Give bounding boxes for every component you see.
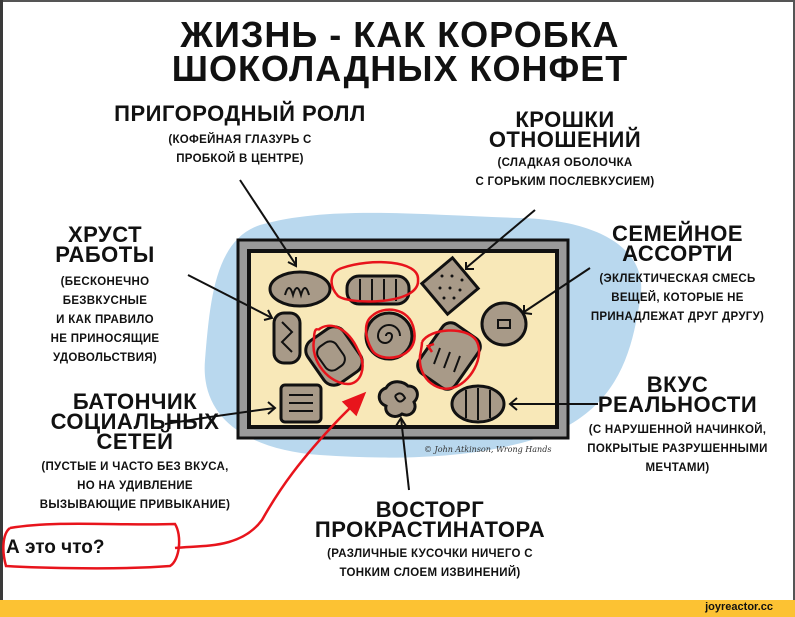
page-title: ЖИЗНЬ - КАК КОРОБКА ШОКОЛАДНЫХ КОНФЕТ: [150, 14, 650, 89]
candy-commuter-roll: [268, 270, 332, 308]
label-head: РЕАЛЬНОСТИ: [597, 392, 758, 417]
label-head: ОТНОШЕНИЙ: [488, 127, 642, 152]
label-relationship-crumbs: КРОШКИ ОТНОШЕНИЙ (СЛАДКАЯ ОБОЛОЧКА С ГОР…: [440, 107, 690, 192]
label-desc: ПРИНАДЛЕЖАТ ДРУГ ДРУГУ): [590, 311, 765, 323]
label-head: СЕТЕЙ: [96, 429, 174, 454]
label-desc: ВЫЗЫВАЮЩИЕ ПРИВЫКАНИЕ): [39, 499, 231, 511]
label-head: ВКУС: [646, 372, 709, 397]
pointer-arrows: [164, 179, 598, 491]
label-work-crunch: ХРУСТ РАБОТЫ (БЕСКОНЕЧНО БЕЗВКУСНЫЕ И КА…: [20, 222, 190, 368]
label-desc: ВЕЩЕЙ, КОТОРЫЕ НЕ: [611, 292, 744, 304]
annotation-note: А это что?: [6, 537, 105, 558]
chocolate-box-illustration: [2, 179, 642, 570]
label-desc: НО НА УДИВЛЕНИЕ: [77, 480, 193, 492]
label-head: БАТОНЧИК: [72, 389, 198, 414]
label-head: ПРИГОРОДНЫЙ РОЛЛ: [114, 101, 366, 126]
label-desc: БЕЗВКУСНЫЕ: [62, 295, 148, 307]
site-link[interactable]: joyreactor.cc: [705, 601, 773, 613]
candy-striped-bar: [345, 274, 411, 306]
label-desc: (РАЗЛИЧНЫЕ КУСОЧКИ НИЧЕГО С: [327, 548, 533, 560]
label-head: СОЦИАЛЬНЫХ: [50, 409, 220, 434]
label-family-assortment: СЕМЕЙНОЕ АССОРТИ (ЭКЛЕКТИЧЕСКАЯ СМЕСЬ ВЕ…: [565, 221, 790, 327]
label-head: ХРУСТ: [67, 222, 143, 247]
footer-bar: joyreactor.cc: [0, 600, 795, 617]
label-desc: (С НАРУШЕННОЙ НАЧИНКОЙ,: [588, 424, 767, 436]
title-line-2: ШОКОЛАДНЫХ КОНФЕТ: [171, 48, 629, 89]
candies: [268, 255, 528, 424]
label-head: ПРОКРАСТИНАТОРА: [314, 517, 546, 542]
label-desc: (КОФЕЙНАЯ ГЛАЗУРЬ С: [168, 134, 312, 146]
label-head: СЕМЕЙНОЕ: [611, 221, 744, 246]
label-head: ВОСТОРГ: [375, 497, 485, 522]
label-desc: УДОВОЛЬСТВИЯ): [52, 352, 158, 364]
candy-procrastinator: [377, 380, 419, 418]
label-desc: (СЛАДКАЯ ОБОЛОЧКА: [497, 157, 633, 169]
label-desc: ПРОБКОЙ В ЦЕНТРЕ): [176, 153, 304, 165]
frame-right-border: [793, 0, 795, 600]
label-desc: ПОКРЫТЫЕ РАЗРУШЕННЫМИ: [587, 443, 768, 455]
label-procrastinator: ВОСТОРГ ПРОКРАСТИНАТОРА (РАЗЛИЧНЫЕ КУСОЧ…: [285, 497, 575, 583]
label-desc: МЕЧТАМИ): [645, 462, 710, 474]
candy-cracker: [419, 255, 481, 317]
label-head: КРОШКИ: [515, 107, 615, 132]
label-desc: И КАК ПРАВИЛО: [56, 314, 154, 326]
label-desc: НЕ ПРИНОСЯЩИЕ: [50, 333, 160, 345]
label-desc: (ЭКЛЕКТИЧЕСКАЯ СМЕСЬ: [599, 273, 756, 285]
title-line-1: ЖИЗНЬ - КАК КОРОБКА: [180, 14, 620, 55]
artist-credit: © John Atkinson, Wrong Hands: [424, 445, 552, 454]
candy-family-assortment: [480, 301, 528, 347]
label-desc: (БЕСКОНЕЧНО: [60, 276, 150, 288]
frame-left-border: [0, 0, 3, 600]
label-taste-reality: ВКУС РЕАЛЬНОСТИ (С НАРУШЕННОЙ НАЧИНКОЙ, …: [570, 372, 785, 478]
candy-paperclip: [304, 325, 364, 387]
label-head: РАБОТЫ: [55, 242, 155, 267]
label-desc: (ПУСТЫЕ И ЧАСТО БЕЗ ВКУСА,: [41, 461, 229, 473]
label-social-bar: БАТОНЧИК СОЦИАЛЬНЫХ СЕТЕЙ (ПУСТЫЕ И ЧАСТ…: [10, 389, 260, 515]
red-annotation-marks: [2, 260, 481, 570]
label-commuter-roll: ПРИГОРОДНЫЙ РОЛЛ (КОФЕЙНАЯ ГЛАЗУРЬ С ПРО…: [90, 101, 390, 169]
label-desc: С ГОРЬКИМ ПОСЛЕВКУСИЕМ): [475, 176, 655, 188]
label-desc: ТОНКИМ СЛОЕМ ИЗВИНЕНИЙ): [339, 567, 521, 579]
frame-top-border: [0, 0, 795, 2]
label-head: АССОРТИ: [622, 241, 733, 266]
